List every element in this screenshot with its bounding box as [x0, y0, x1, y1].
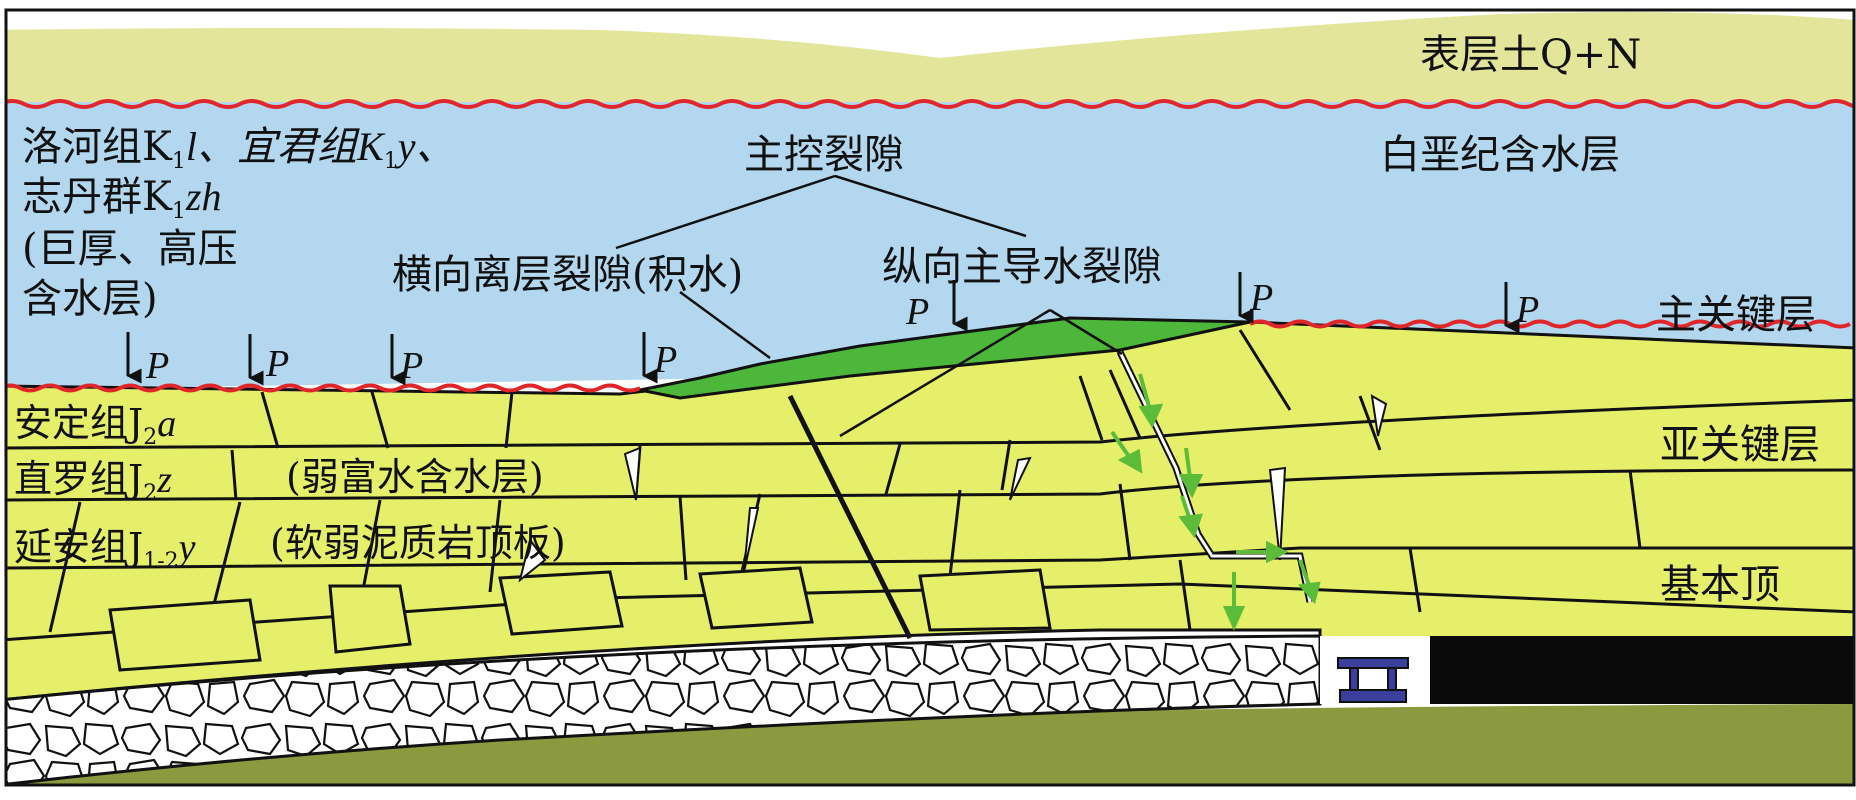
white-fissures — [518, 394, 1388, 583]
aquifer-layer — [6, 102, 1854, 390]
pressure-label: P — [653, 339, 677, 381]
unconformity-line-top — [6, 99, 1854, 109]
water-flow-arrow-icon — [1110, 373, 1321, 631]
topsoil-layer — [6, 12, 1854, 110]
leader-lines — [615, 174, 1123, 438]
unconformity-line-main-key — [6, 319, 1851, 393]
label-main-control-fracture: 主控裂隙 — [744, 132, 904, 178]
pressure-label: P — [265, 343, 289, 385]
label-formation-line2: 志丹群K1zh — [22, 174, 221, 224]
floor-layer — [6, 704, 1854, 785]
label-anding-formation: 安定组J2a — [14, 401, 176, 450]
label-basic-roof: 基本顶 — [1660, 562, 1780, 608]
diagram-frame — [4, 8, 1856, 787]
pressure-label: P — [1515, 289, 1539, 331]
pressure-label: P — [1249, 277, 1273, 319]
label-sub-key-stratum: 亚关键层 — [1660, 422, 1820, 468]
broken-roof-blocks — [108, 566, 1052, 672]
label-yanan-formation: 延安组J1-2y — [14, 525, 196, 574]
label-lateral-fracture: 横向离层裂隙(积水) — [392, 252, 743, 298]
label-formation-line4: 含水层) — [22, 276, 158, 322]
label-topsoil: 表层土Q+N — [1420, 32, 1641, 78]
pressure-labels: P P P P P P P — [145, 277, 1539, 387]
pressure-label: P — [399, 345, 423, 387]
label-main-key-stratum: 主关键层 — [1656, 292, 1816, 338]
label-weak-aquifer: (弱富水含水层) — [286, 455, 544, 499]
label-formation-line1: 洛河组K1l、宜君组K1y、 — [22, 124, 455, 174]
label-soft-roof: (软弱泥质岩顶板) — [270, 521, 566, 565]
pressure-label: P — [145, 345, 169, 387]
oblique-fracture — [787, 394, 913, 640]
label-vertical-fracture: 纵向主导水裂隙 — [882, 244, 1162, 290]
pressure-arrow-icon — [126, 272, 1520, 386]
label-zhiluo-formation: 直罗组J2z — [14, 457, 172, 506]
hydraulic-support-icon — [1337, 657, 1409, 703]
label-cretaceous-aquifer: 白垩纪含水层 — [1380, 132, 1620, 178]
goaf-rubble — [6, 634, 1322, 785]
label-formation-line3: (巨厚、高压 — [22, 226, 238, 272]
pressure-label: P — [905, 291, 929, 333]
